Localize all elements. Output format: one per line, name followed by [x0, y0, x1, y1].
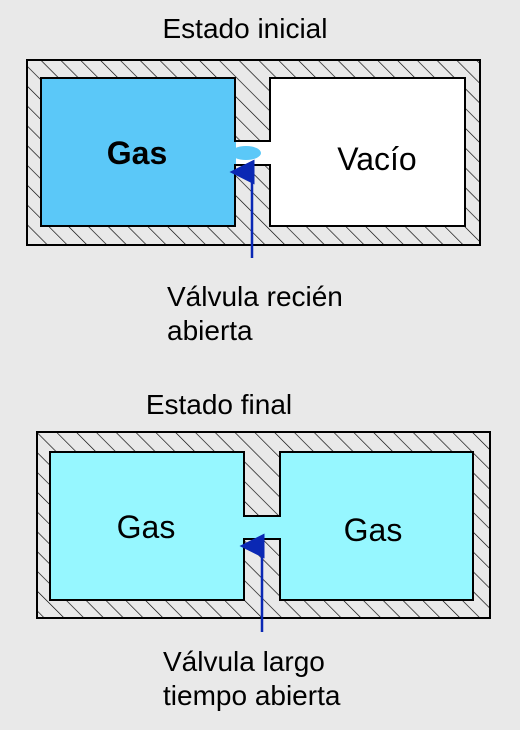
initial-gas-label: Gas: [107, 135, 167, 171]
final-left-gas-chamber: [49, 451, 245, 601]
final-arrow-label-line1: Válvula largo: [163, 646, 325, 677]
initial-arrow-label-line2: abierta: [167, 315, 253, 346]
final-right-gas-label: Gas: [344, 512, 403, 548]
initial-vacuum-chamber: [269, 77, 466, 227]
final-arrow-label-line2: tiempo abierta: [163, 680, 341, 711]
final-state-group: Estado final Gas Gas Válvula largo tiemp…: [36, 389, 491, 711]
final-state-title: Estado final: [146, 389, 292, 420]
final-left-gas-label: Gas: [117, 509, 176, 545]
final-right-gas-chamber: [279, 451, 474, 601]
initial-state-title: Estado inicial: [163, 13, 328, 44]
gas-puff: [231, 146, 261, 160]
initial-vacuum-label: Vacío: [337, 141, 416, 177]
final-valve-channel: [243, 516, 281, 539]
initial-state-group: Estado inicial Gas Vacío Válvula recién …: [26, 13, 481, 346]
initial-arrow-label-line1: Válvula recién: [167, 281, 343, 312]
initial-gas-chamber: [40, 77, 236, 227]
